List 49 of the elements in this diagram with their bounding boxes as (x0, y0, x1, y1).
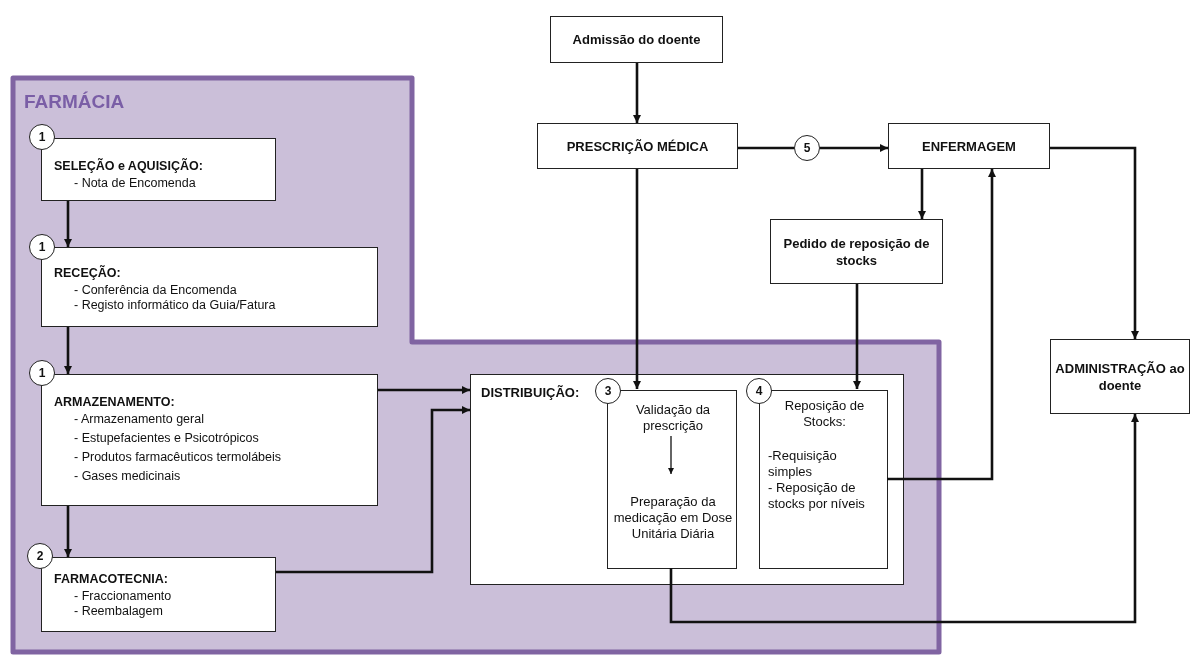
process-box (770, 219, 943, 284)
box-label: ADMINISTRAÇÃO ao doente (1055, 359, 1185, 394)
arrow (918, 169, 926, 219)
box-label: Pedido de reposição de stocks (782, 234, 931, 269)
box-heading: DISTRIBUIÇÃO: (481, 385, 580, 400)
step-text: Validação da prescrição (634, 402, 712, 434)
process-box (1050, 339, 1190, 414)
process-box (888, 123, 1050, 169)
list-item: - Reembalagem (73, 604, 164, 619)
arrow (853, 284, 861, 389)
box-heading: SELEÇÃO e AQUISIÇÃO: (54, 159, 204, 174)
step-text: Preparação da medicação em Dose Unitária Diária (612, 494, 734, 542)
box-heading: Reposição de Stocks: (783, 398, 866, 430)
arrow (633, 169, 641, 389)
arrow (64, 327, 72, 374)
list-item: -Requisição simples (768, 448, 838, 480)
box-heading: RECEÇÃO: (54, 266, 122, 281)
arrow (64, 201, 72, 247)
arrow (64, 506, 72, 557)
list-item: - Conferência da Encomenda (73, 283, 238, 298)
process-box (537, 123, 738, 169)
list-item: - Gases medicinais (73, 469, 182, 484)
list-item: - Estupefacientes e Psicotrópicos (73, 431, 260, 446)
list-item: - Fraccionamento (73, 589, 173, 604)
arrow (633, 63, 641, 123)
list-item: - Nota de Encomenda (73, 176, 197, 191)
list-item: - Armazenamento geral (73, 412, 205, 427)
list-item: - Reposição de stocks por níveis (768, 480, 866, 512)
arrow (276, 406, 470, 574)
box-heading: FARMACOTECNIA: (54, 572, 169, 587)
list-item: - Produtos farmacêuticos termolábeis (73, 450, 283, 465)
box-label: ENFERMAGEM (922, 137, 1016, 155)
step-number-badge: 3 (595, 378, 621, 404)
arrow (378, 386, 470, 394)
distribution-box (470, 374, 904, 585)
list-item: - Registo informático da Guia/Fatura (73, 298, 277, 313)
arrow (887, 169, 996, 481)
box-label: Admissão do doente (572, 31, 701, 48)
arrow (669, 414, 1139, 624)
arrow (820, 144, 888, 152)
step-number-badge: 4 (746, 378, 772, 404)
arrow (668, 435, 674, 475)
box-heading: ARMAZENAMENTO: (54, 395, 176, 410)
region-title: FARMÁCIA (24, 91, 125, 113)
arrow (1050, 146, 1139, 339)
step-number-badge: 5 (794, 135, 820, 161)
box-label: PRESCRIÇÃO MÉDICA (566, 137, 709, 155)
process-box (550, 16, 723, 63)
process-box (41, 557, 276, 632)
